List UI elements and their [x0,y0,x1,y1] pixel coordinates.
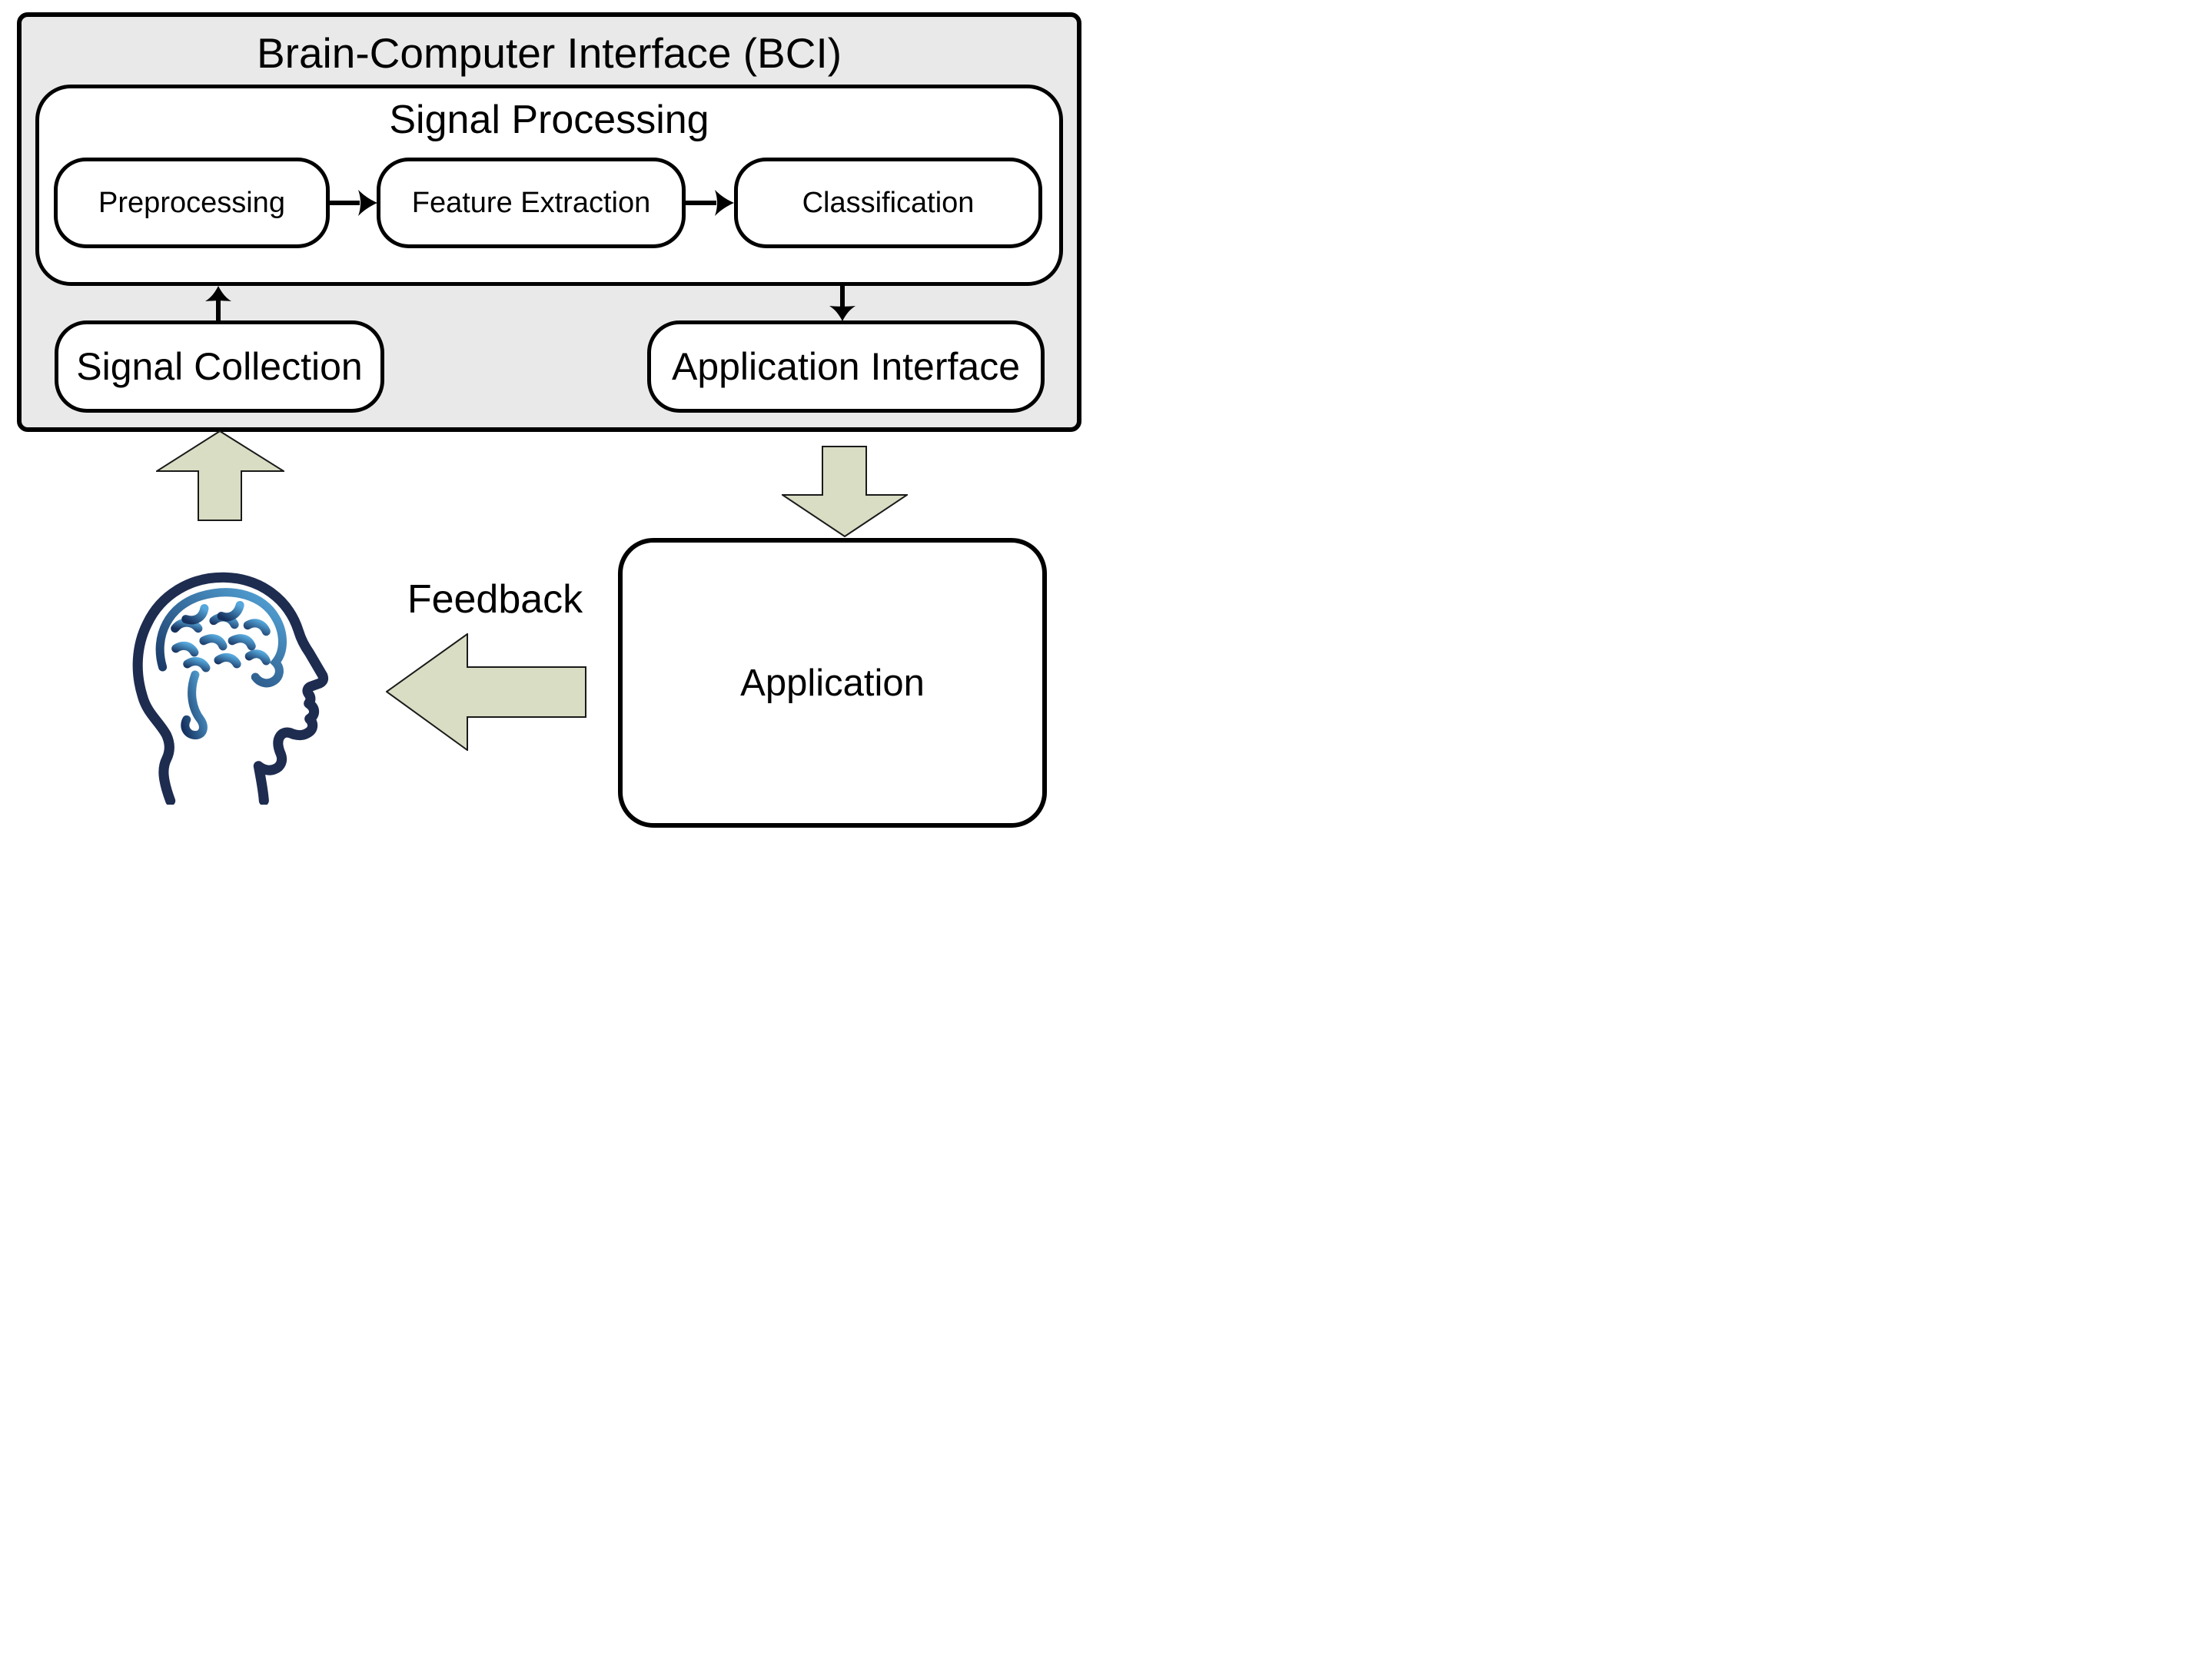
preprocessing-label: Preprocessing [98,186,285,219]
application-interface-box: Application Interface [647,320,1045,413]
feature-extraction-box: Feature Extraction [377,158,686,248]
arrow-feature-extraction-to-classification-icon [683,190,734,216]
arrow-preprocessing-to-feature-extraction-icon [326,190,377,216]
classification-label: Classification [802,186,975,219]
head-profile-outline [132,572,329,805]
feature-extraction-label: Feature Extraction [411,186,651,219]
block-arrow-application-interface-to-application-icon [782,446,908,537]
application-box: Application [618,538,1047,828]
signal-processing-title: Signal Processing [389,98,709,142]
block-arrow-feedback-icon [386,633,586,751]
bci-flow-diagram: Brain-Computer Interface (BCI) Signal Pr… [0,0,1098,840]
arrow-signal-collection-to-signal-processing-icon [205,286,231,321]
application-interface-label: Application Interface [671,345,1021,388]
feedback-label: Feedback [407,577,583,622]
signal-collection-box: Signal Collection [55,320,384,413]
human-head-brain-icon [132,572,329,805]
classification-box: Classification [734,158,1042,248]
brain-squiggles [155,588,287,740]
block-arrow-brain-to-signal-collection-icon [156,430,284,521]
arrow-signal-processing-to-application-interface-icon [829,286,855,321]
bci-title: Brain-Computer Interface (BCI) [256,29,842,77]
application-label: Application [740,662,925,704]
preprocessing-box: Preprocessing [54,158,330,248]
signal-collection-label: Signal Collection [76,345,363,388]
